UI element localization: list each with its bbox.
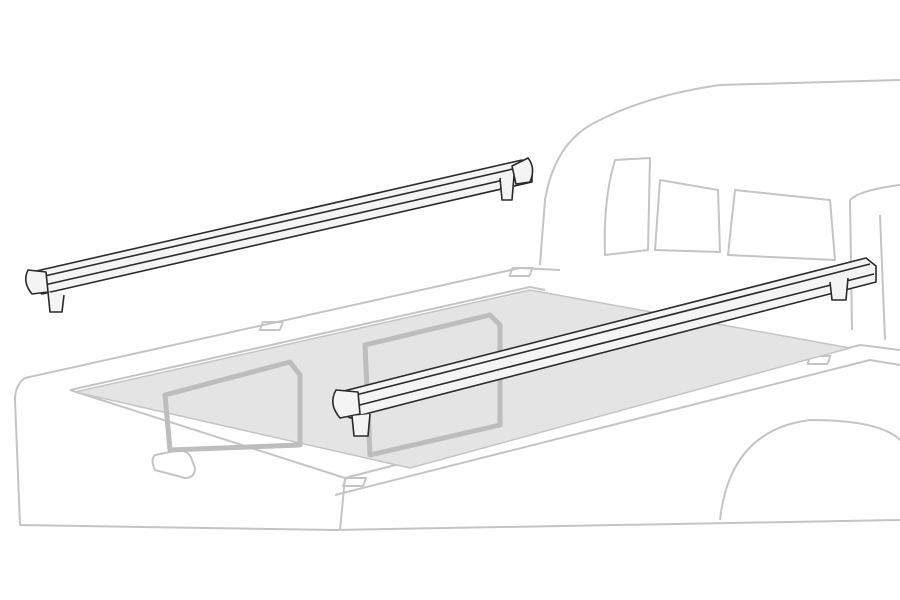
truck-body	[14, 79, 900, 531]
stake-pocket	[342, 477, 368, 487]
cab-window-2	[654, 179, 721, 253]
cab-outline	[539, 79, 900, 266]
rail-foot	[351, 413, 371, 437]
rail-foot	[829, 277, 849, 301]
rail-end-cap	[511, 157, 534, 185]
bed-rail-right	[332, 257, 877, 437]
rail-foot	[47, 291, 65, 313]
cab-window-3	[727, 189, 836, 261]
rail-foot	[499, 175, 515, 201]
wheel-arch	[719, 419, 900, 521]
rail-end-cap	[332, 389, 361, 419]
stake-pocket	[508, 267, 534, 277]
tailgate-handle	[151, 449, 196, 479]
cab-window-1	[603, 157, 651, 256]
stake-pocket	[258, 321, 284, 331]
rail-end-cap	[24, 269, 49, 295]
bed-rail-left	[24, 157, 534, 313]
